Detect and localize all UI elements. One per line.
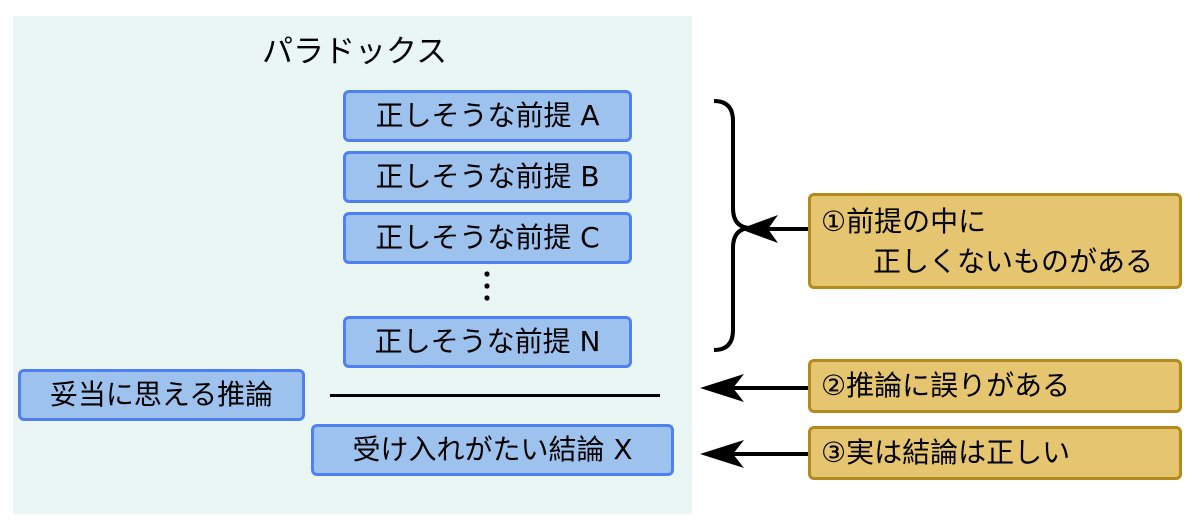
premise-curly-brace [713,99,752,352]
ellipsis-dots [484,271,490,301]
conclusion-box: 受け入れがたい結論 X [311,424,674,476]
diagram-title: パラドックス [262,34,448,70]
reasoning-box: 妥当に思える推論 [18,369,305,421]
premise-b-box: 正しそうな前提 B [343,151,632,203]
premise-n-box: 正しそうな前提 N [343,316,632,368]
inference-line [330,394,660,397]
arrow-to-premises [740,215,808,243]
note-conclusion-true: ③実は結論は正しい [808,426,1182,480]
note-premise-issue: ①前提の中に 正しくないものがある [808,193,1182,289]
premise-a-box: 正しそうな前提 A [343,90,632,142]
note-premise-issue-line1: ①前提の中に [821,205,987,238]
note-premise-issue-line2: 正しくないものがある [873,245,1154,278]
premise-c-box: 正しそうな前提 C [343,212,632,264]
arrow-to-reasoning [700,374,808,402]
note-reasoning-issue: ②推論に誤りがある [808,359,1182,413]
arrow-to-conclusion [700,440,808,468]
